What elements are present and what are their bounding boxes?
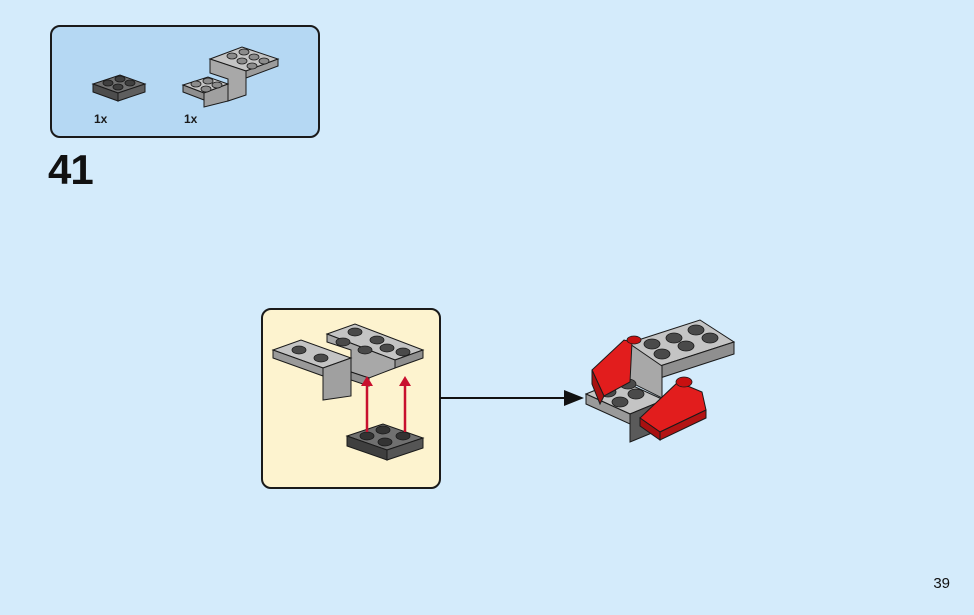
step-number: 41 bbox=[48, 146, 94, 193]
part-qty-2: 1x bbox=[184, 112, 198, 126]
part-qty-1: 1x bbox=[94, 112, 108, 126]
insert-arrow-icon bbox=[361, 376, 411, 432]
page-number: 39 bbox=[933, 575, 950, 592]
assembly-arrow-icon bbox=[440, 390, 584, 406]
dark-gray-plate-image bbox=[91, 74, 147, 102]
main-model-image bbox=[584, 319, 736, 443]
parts-list-box: 1x 1x bbox=[50, 25, 320, 138]
sub-assembly-diagram bbox=[271, 323, 425, 461]
light-gray-bracket-image bbox=[181, 46, 280, 108]
sub-assembly-box bbox=[261, 308, 441, 489]
